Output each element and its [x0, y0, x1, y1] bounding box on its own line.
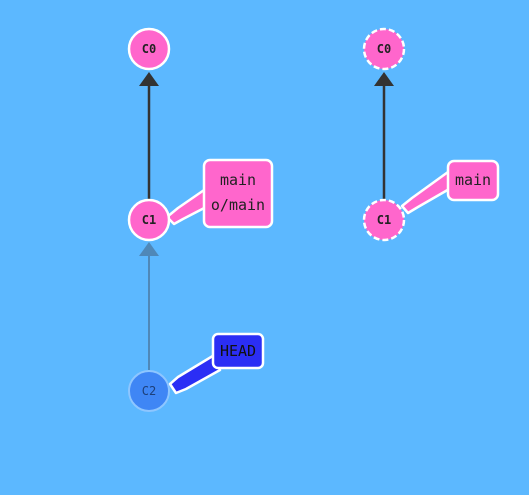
- local-repo-graph: main o/main HEAD C0 C1 C2: [127, 27, 274, 412]
- local-commit-c1-label: C1: [142, 213, 156, 227]
- remote-commit-c1[interactable]: C1: [362, 198, 406, 242]
- remote-commit-c0[interactable]: C0: [362, 27, 406, 71]
- local-commit-c2[interactable]: C2: [128, 370, 170, 412]
- remote-branch-tag-box: [446, 159, 500, 202]
- local-commit-c0-label: C0: [142, 42, 156, 56]
- head-tag-label: HEAD: [220, 342, 256, 360]
- head-tag[interactable]: HEAD: [168, 332, 265, 395]
- local-edge-c1-c0-arrowhead: [139, 72, 159, 86]
- local-branch-tag-line-1: main: [220, 171, 256, 189]
- remote-commit-c1-label: C1: [377, 213, 391, 227]
- local-branch-tag[interactable]: main o/main: [165, 158, 274, 229]
- local-commit-c0[interactable]: C0: [127, 27, 171, 71]
- remote-edge-c1-c0-arrowhead: [374, 72, 394, 86]
- remote-branch-tag[interactable]: main: [400, 159, 500, 215]
- remote-branch-tag-pointer: [400, 170, 453, 215]
- head-tag-pointer: [168, 352, 222, 395]
- local-commit-c1[interactable]: C1: [127, 198, 171, 242]
- remote-commit-c0-label: C0: [377, 42, 391, 56]
- local-branch-tag-box: [202, 158, 274, 229]
- local-edge-c2-c1-arrowhead: [139, 242, 159, 256]
- local-branch-tag-line-2: o/main: [211, 196, 265, 214]
- local-commit-c2-label: C2: [142, 384, 156, 398]
- remote-repo-graph: main C0 C1: [362, 27, 500, 242]
- head-tag-box: [211, 332, 265, 370]
- remote-branch-tag-label: main: [455, 171, 491, 189]
